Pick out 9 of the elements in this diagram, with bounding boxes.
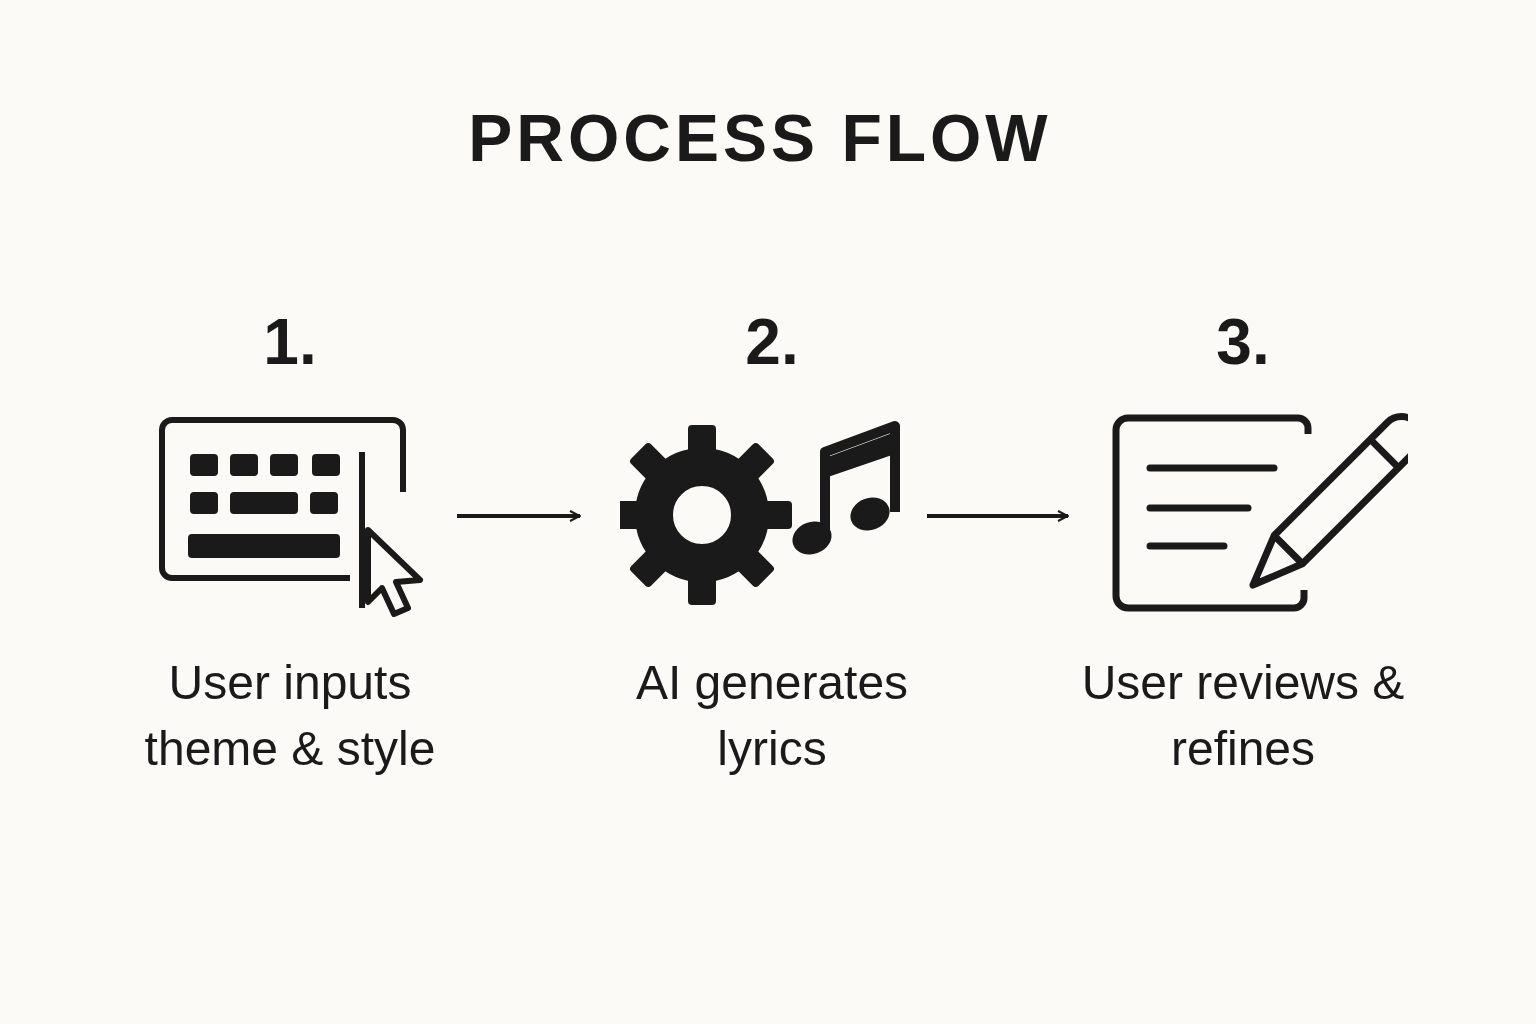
- step-caption: User reviews & refines: [1080, 655, 1406, 777]
- step-caption: AI generates lyrics: [634, 655, 910, 777]
- step-caption: User inputs theme & style: [143, 655, 437, 777]
- arrow: [457, 510, 581, 522]
- step-number: 1.: [262, 306, 318, 378]
- title: PROCESS FLOW: [467, 100, 1053, 177]
- step-number: 3.: [1215, 306, 1271, 378]
- arrow: [927, 510, 1069, 522]
- step-number: 2.: [744, 306, 800, 378]
